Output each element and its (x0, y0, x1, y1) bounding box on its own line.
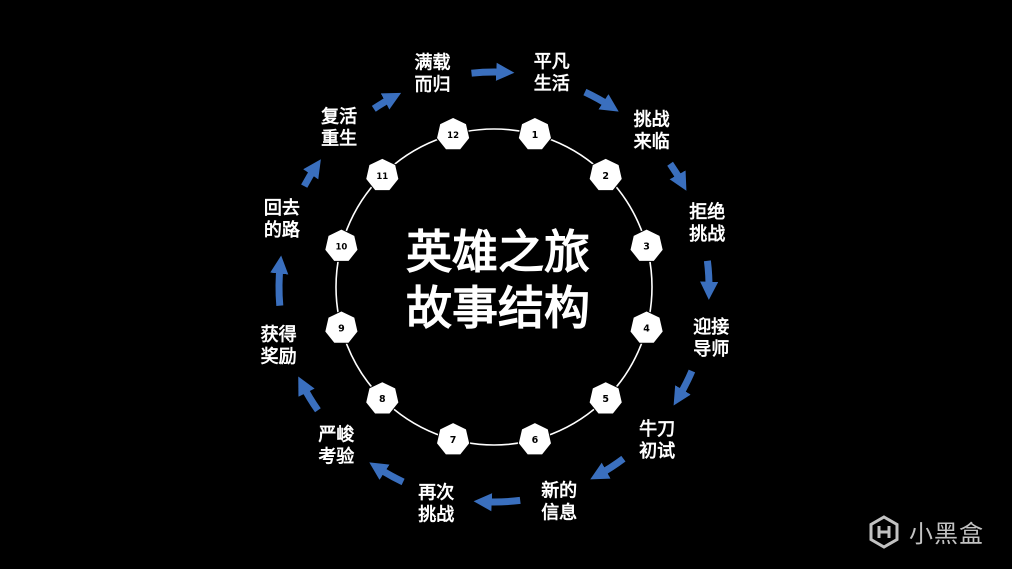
stage-node-11: 11 (365, 157, 400, 192)
stage-node-1: 1 (517, 116, 553, 151)
stage-node-9: 9 (324, 310, 359, 344)
stage-label-5-line-2: 初试 (639, 440, 675, 462)
stage-label-7-line-2: 挑战 (418, 503, 454, 525)
stage-number-11: 11 (376, 172, 388, 182)
stage-label-10-line-2: 的路 (264, 219, 301, 241)
arrow-3-to-4 (700, 260, 719, 300)
stage-node-8: 8 (365, 381, 400, 415)
stage-node-5: 5 (588, 381, 623, 415)
arrow-9-to-10 (270, 255, 289, 307)
stage-label-6-line-1: 新的 (541, 479, 577, 501)
stage-label-7-line-1: 再次 (418, 481, 454, 503)
stage-label-8-line-1: 严峻 (318, 424, 355, 446)
stage-label-5-line-1: 牛刀 (639, 418, 675, 440)
stage-number-1: 1 (532, 130, 539, 141)
stage-label-9-line-1: 获得 (261, 324, 297, 346)
stage-node-2: 2 (588, 157, 623, 192)
stage-number-2: 2 (602, 171, 609, 182)
stage-number-8: 8 (379, 394, 386, 405)
stage-label-9-line-2: 奖励 (261, 346, 297, 368)
stage-node-7: 7 (435, 422, 471, 456)
stage-number-10: 10 (335, 243, 347, 253)
arrow-6-to-7 (473, 493, 521, 512)
stage-label-6-line-2: 信息 (541, 501, 577, 523)
arrow-11-to-12 (371, 92, 402, 112)
stage-label-1-line-1: 平凡 (534, 52, 570, 73)
diagram-title: 英雄之旅 故事结构 (406, 225, 590, 335)
arrow-5-to-6 (590, 455, 626, 480)
watermark: 小黑盒 (867, 514, 984, 549)
stage-label-1-line-2: 生活 (534, 73, 570, 95)
xiaoheihe-logo-icon (869, 514, 899, 549)
stage-label-12-line-2: 而归 (415, 74, 451, 96)
stage-number-12: 12 (447, 131, 459, 141)
stage-number-6: 6 (532, 435, 539, 446)
arrow-7-to-8 (369, 462, 405, 486)
arrow-8-to-9 (298, 376, 321, 413)
stage-node-6: 6 (517, 422, 553, 456)
watermark-text: 小黑盒 (909, 520, 984, 548)
stage-node-3: 3 (629, 228, 664, 262)
stage-label-8-line-2: 考验 (318, 446, 355, 468)
arrow-2-to-3 (667, 161, 687, 191)
stage-number-7: 7 (450, 435, 457, 446)
stage-label-11-line-1: 复活 (320, 106, 357, 128)
stage-label-2-line-2: 来临 (633, 130, 670, 152)
stage-number-3: 3 (643, 242, 650, 253)
stage-label-4-line-1: 迎接 (693, 316, 729, 338)
inner-circle (335, 128, 653, 446)
inner-ring (335, 128, 653, 446)
outer-arrow-ring (270, 62, 719, 512)
stage-node-12: 12 (435, 116, 471, 151)
arrow-10-to-11 (301, 159, 321, 188)
arrow-12-to-1 (471, 62, 515, 81)
title-line-1: 英雄之旅 (406, 225, 590, 279)
stage-label-10-line-1: 回去 (264, 197, 300, 219)
stage-label-4-line-2: 导师 (693, 338, 729, 360)
stage-number-9: 9 (338, 323, 345, 334)
stage-label-3-line-2: 挑战 (689, 223, 725, 245)
stage-label-3-line-1: 拒绝 (689, 201, 725, 223)
arrow-4-to-5 (673, 369, 696, 406)
stage-label-12-line-1: 满载 (415, 52, 451, 74)
stage-node-10: 10 (324, 228, 359, 262)
stage-labels: 平凡生活挑战来临拒绝挑战迎接导师牛刀初试新的信息再次挑战严峻考验获得奖励回去的路… (261, 52, 730, 526)
stage-label-2-line-1: 挑战 (634, 108, 670, 130)
arrow-1-to-2 (583, 88, 619, 112)
stage-number-4: 4 (643, 323, 650, 334)
stage-number-5: 5 (602, 394, 609, 405)
title-line-2: 故事结构 (406, 281, 590, 335)
stage-label-11-line-2: 重生 (321, 128, 357, 150)
stage-node-4: 4 (629, 310, 664, 344)
